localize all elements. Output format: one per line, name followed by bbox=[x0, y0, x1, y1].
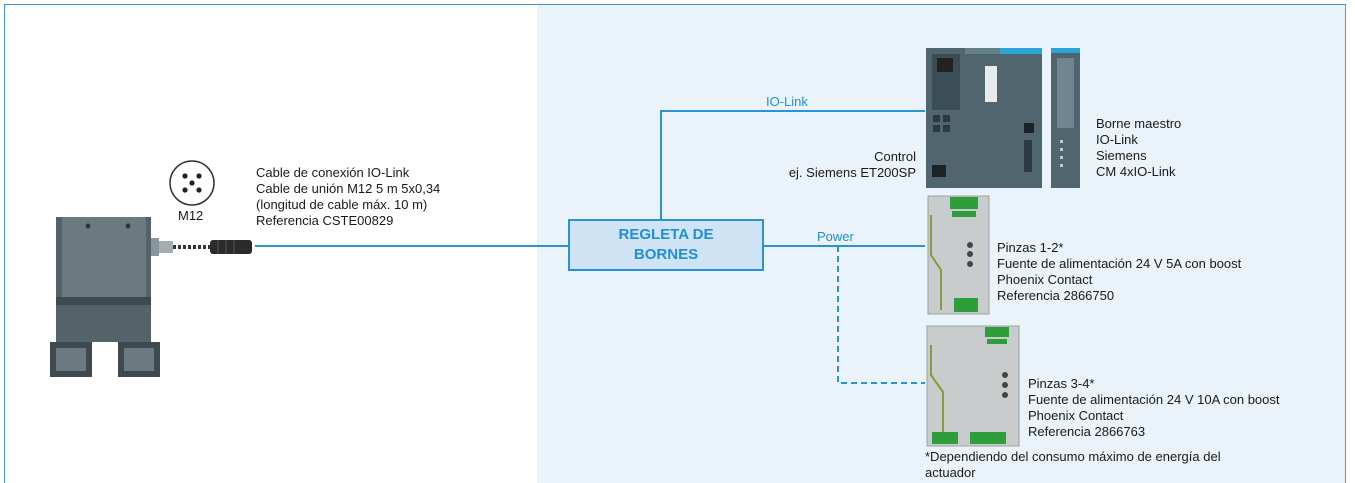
footnote-line-1: *Dependiendo del consumo máximo de energ… bbox=[925, 449, 1221, 464]
terminal-block-line-1: REGLETA DE bbox=[618, 226, 714, 243]
psu2-line-2: Fuente de alimentación 24 V 10A con boos… bbox=[1028, 392, 1280, 407]
terminal-block: REGLETA DE BORNES bbox=[568, 219, 764, 271]
master-line-2: IO-Link bbox=[1096, 132, 1138, 147]
psu2-description: Pinzas 3-4* Fuente de alimentación 24 V … bbox=[1028, 376, 1280, 440]
control-description: Control ej. Siemens ET200SP bbox=[740, 149, 916, 181]
cable-description: Cable de conexión IO-Link Cable de unión… bbox=[256, 165, 440, 229]
control-line-2: ej. Siemens ET200SP bbox=[788, 165, 916, 180]
cable-line-4: Referencia CSTE00829 bbox=[256, 213, 394, 228]
footnote-line-2: actuador bbox=[925, 465, 976, 480]
power-link-label: Power bbox=[817, 229, 854, 244]
master-line-1: Borne maestro bbox=[1096, 116, 1182, 131]
master-line-4: CM 4xIO-Link bbox=[1096, 164, 1176, 179]
terminal-block-line-2: BORNES bbox=[633, 246, 699, 263]
iolink-line bbox=[660, 110, 925, 220]
psu1-line-3: Phoenix Contact bbox=[997, 272, 1093, 287]
cable-line-1: Cable de conexión IO-Link bbox=[256, 165, 410, 180]
psu2-line-4: Referencia 2866763 bbox=[1028, 424, 1146, 439]
psu2-line-1: Pinzas 3-4* bbox=[1028, 376, 1095, 391]
psu2-line-3: Phoenix Contact bbox=[1028, 408, 1124, 423]
psu1-line-1: Pinzas 1-2* bbox=[997, 240, 1064, 255]
master-description: Borne maestro IO-Link Siemens CM 4xIO-Li… bbox=[1096, 116, 1181, 180]
control-line-1: Control bbox=[874, 149, 916, 164]
cable-line-2: Cable de unión M12 5 m 5x0,34 bbox=[256, 181, 441, 196]
iolink-link-label: IO-Link bbox=[766, 94, 808, 109]
m12-connector-icon bbox=[169, 160, 215, 206]
power-dashed-line bbox=[837, 246, 925, 384]
master-line-3: Siemens bbox=[1096, 148, 1147, 163]
psu1-line-4: Referencia 2866750 bbox=[997, 288, 1115, 303]
psu1-description: Pinzas 1-2* Fuente de alimentación 24 V … bbox=[997, 240, 1241, 304]
frame-border bbox=[4, 4, 1346, 483]
psu1-line-2: Fuente de alimentación 24 V 5A con boost bbox=[997, 256, 1242, 271]
m12-label: M12 bbox=[178, 208, 204, 223]
power-supply-1-icon bbox=[927, 195, 990, 315]
footnote: *Dependiendo del consumo máximo de energ… bbox=[925, 449, 1221, 481]
power-supply-2-icon bbox=[926, 325, 1020, 447]
iolink-master-icon bbox=[1051, 48, 1080, 188]
gripper-actuator-icon bbox=[50, 217, 252, 377]
cable-line-3: (longitud de cable máx. 10 m) bbox=[256, 197, 428, 212]
controller-icon bbox=[926, 48, 1042, 188]
